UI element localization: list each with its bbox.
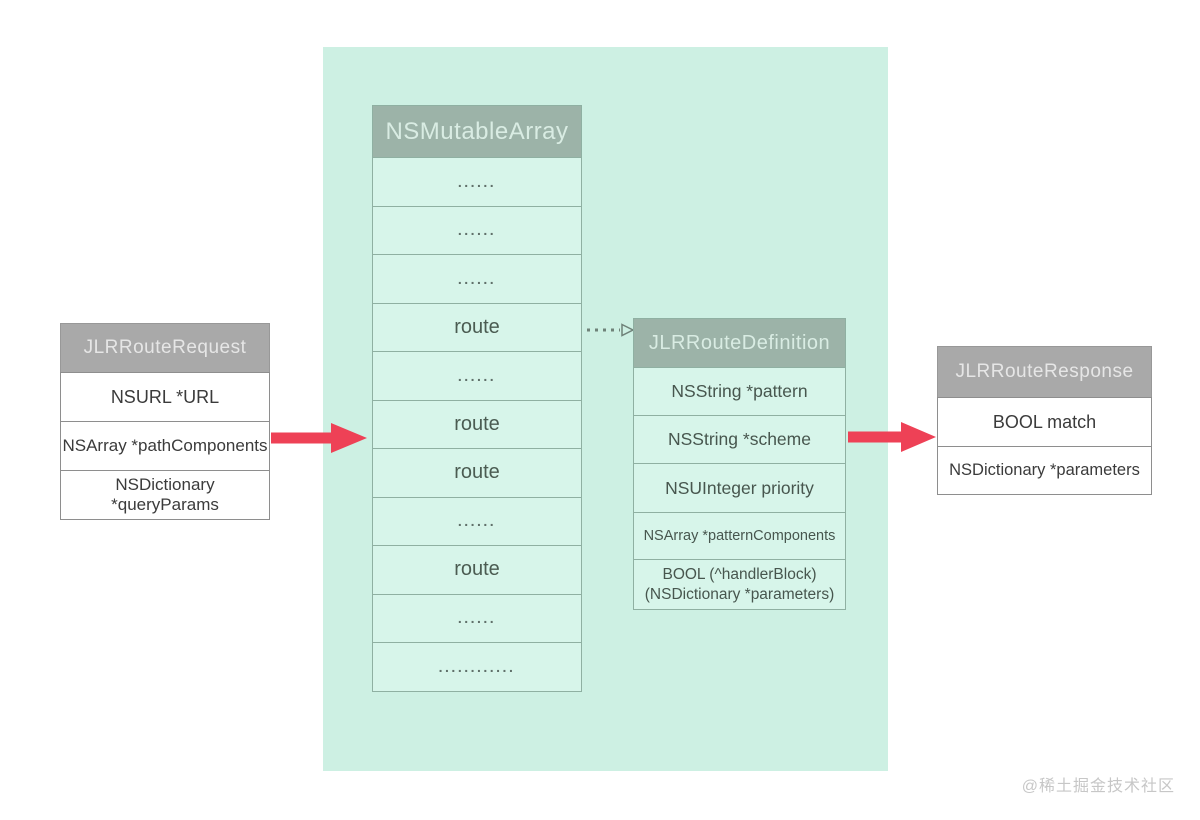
array-row-route: route xyxy=(372,448,582,498)
array-row-route: route xyxy=(372,545,582,595)
arrow-definition-to-response xyxy=(848,421,937,458)
jlrroutedefinition-box: JLRRouteDefinition NSString *pattern NSS… xyxy=(633,318,846,610)
array-row-route: route xyxy=(372,302,582,352)
array-row: ...... xyxy=(372,593,582,643)
array-row: ...... xyxy=(372,157,582,207)
array-row: ...... xyxy=(372,254,582,304)
nsmutablearray-box: NSMutableArray ...... ...... ...... rout… xyxy=(372,105,582,692)
arrow-request-to-array xyxy=(271,422,368,459)
array-row: ...... xyxy=(372,205,582,255)
nsmutablearray-title: NSMutableArray xyxy=(372,105,582,158)
arrow-right-icon xyxy=(848,422,936,452)
jlrrouteresponse-box: JLRRouteResponse BOOL match NSDictionary… xyxy=(937,346,1152,495)
jlrrouterequest-box: JLRRouteRequest NSURL *URL NSArray *path… xyxy=(60,323,270,520)
request-field-queryparams: NSDictionary *queryParams xyxy=(60,470,270,520)
request-field-pathcomponents: NSArray *pathComponents xyxy=(60,421,270,471)
watermark: @稀土掘金技术社区 xyxy=(1021,778,1175,795)
array-row: ...... xyxy=(372,351,582,401)
jlrrouteresponse-title: JLRRouteResponse xyxy=(937,346,1152,398)
response-field-match: BOOL match xyxy=(937,397,1152,447)
dashed-arrow-icon xyxy=(587,323,635,337)
request-field-url: NSURL *URL xyxy=(60,372,270,422)
array-row-route: route xyxy=(372,399,582,449)
definition-field-scheme: NSString *scheme xyxy=(633,415,846,464)
array-row: ...... xyxy=(372,496,582,546)
arrow-route-to-definition xyxy=(586,322,635,343)
response-field-parameters: NSDictionary *parameters xyxy=(937,446,1152,495)
definition-field-pattern: NSString *pattern xyxy=(633,367,846,416)
jlrrouterequest-title: JLRRouteRequest xyxy=(60,323,270,373)
jlrroutedefinition-title: JLRRouteDefinition xyxy=(633,318,846,368)
definition-field-priority: NSUInteger priority xyxy=(633,463,846,513)
array-row: ............ xyxy=(372,642,582,692)
definition-field-patterncomponents: NSArray *patternComponents xyxy=(633,512,846,560)
arrow-right-icon xyxy=(271,423,367,453)
definition-field-handlerblock: BOOL (^handlerBlock) (NSDictionary *para… xyxy=(633,559,846,610)
